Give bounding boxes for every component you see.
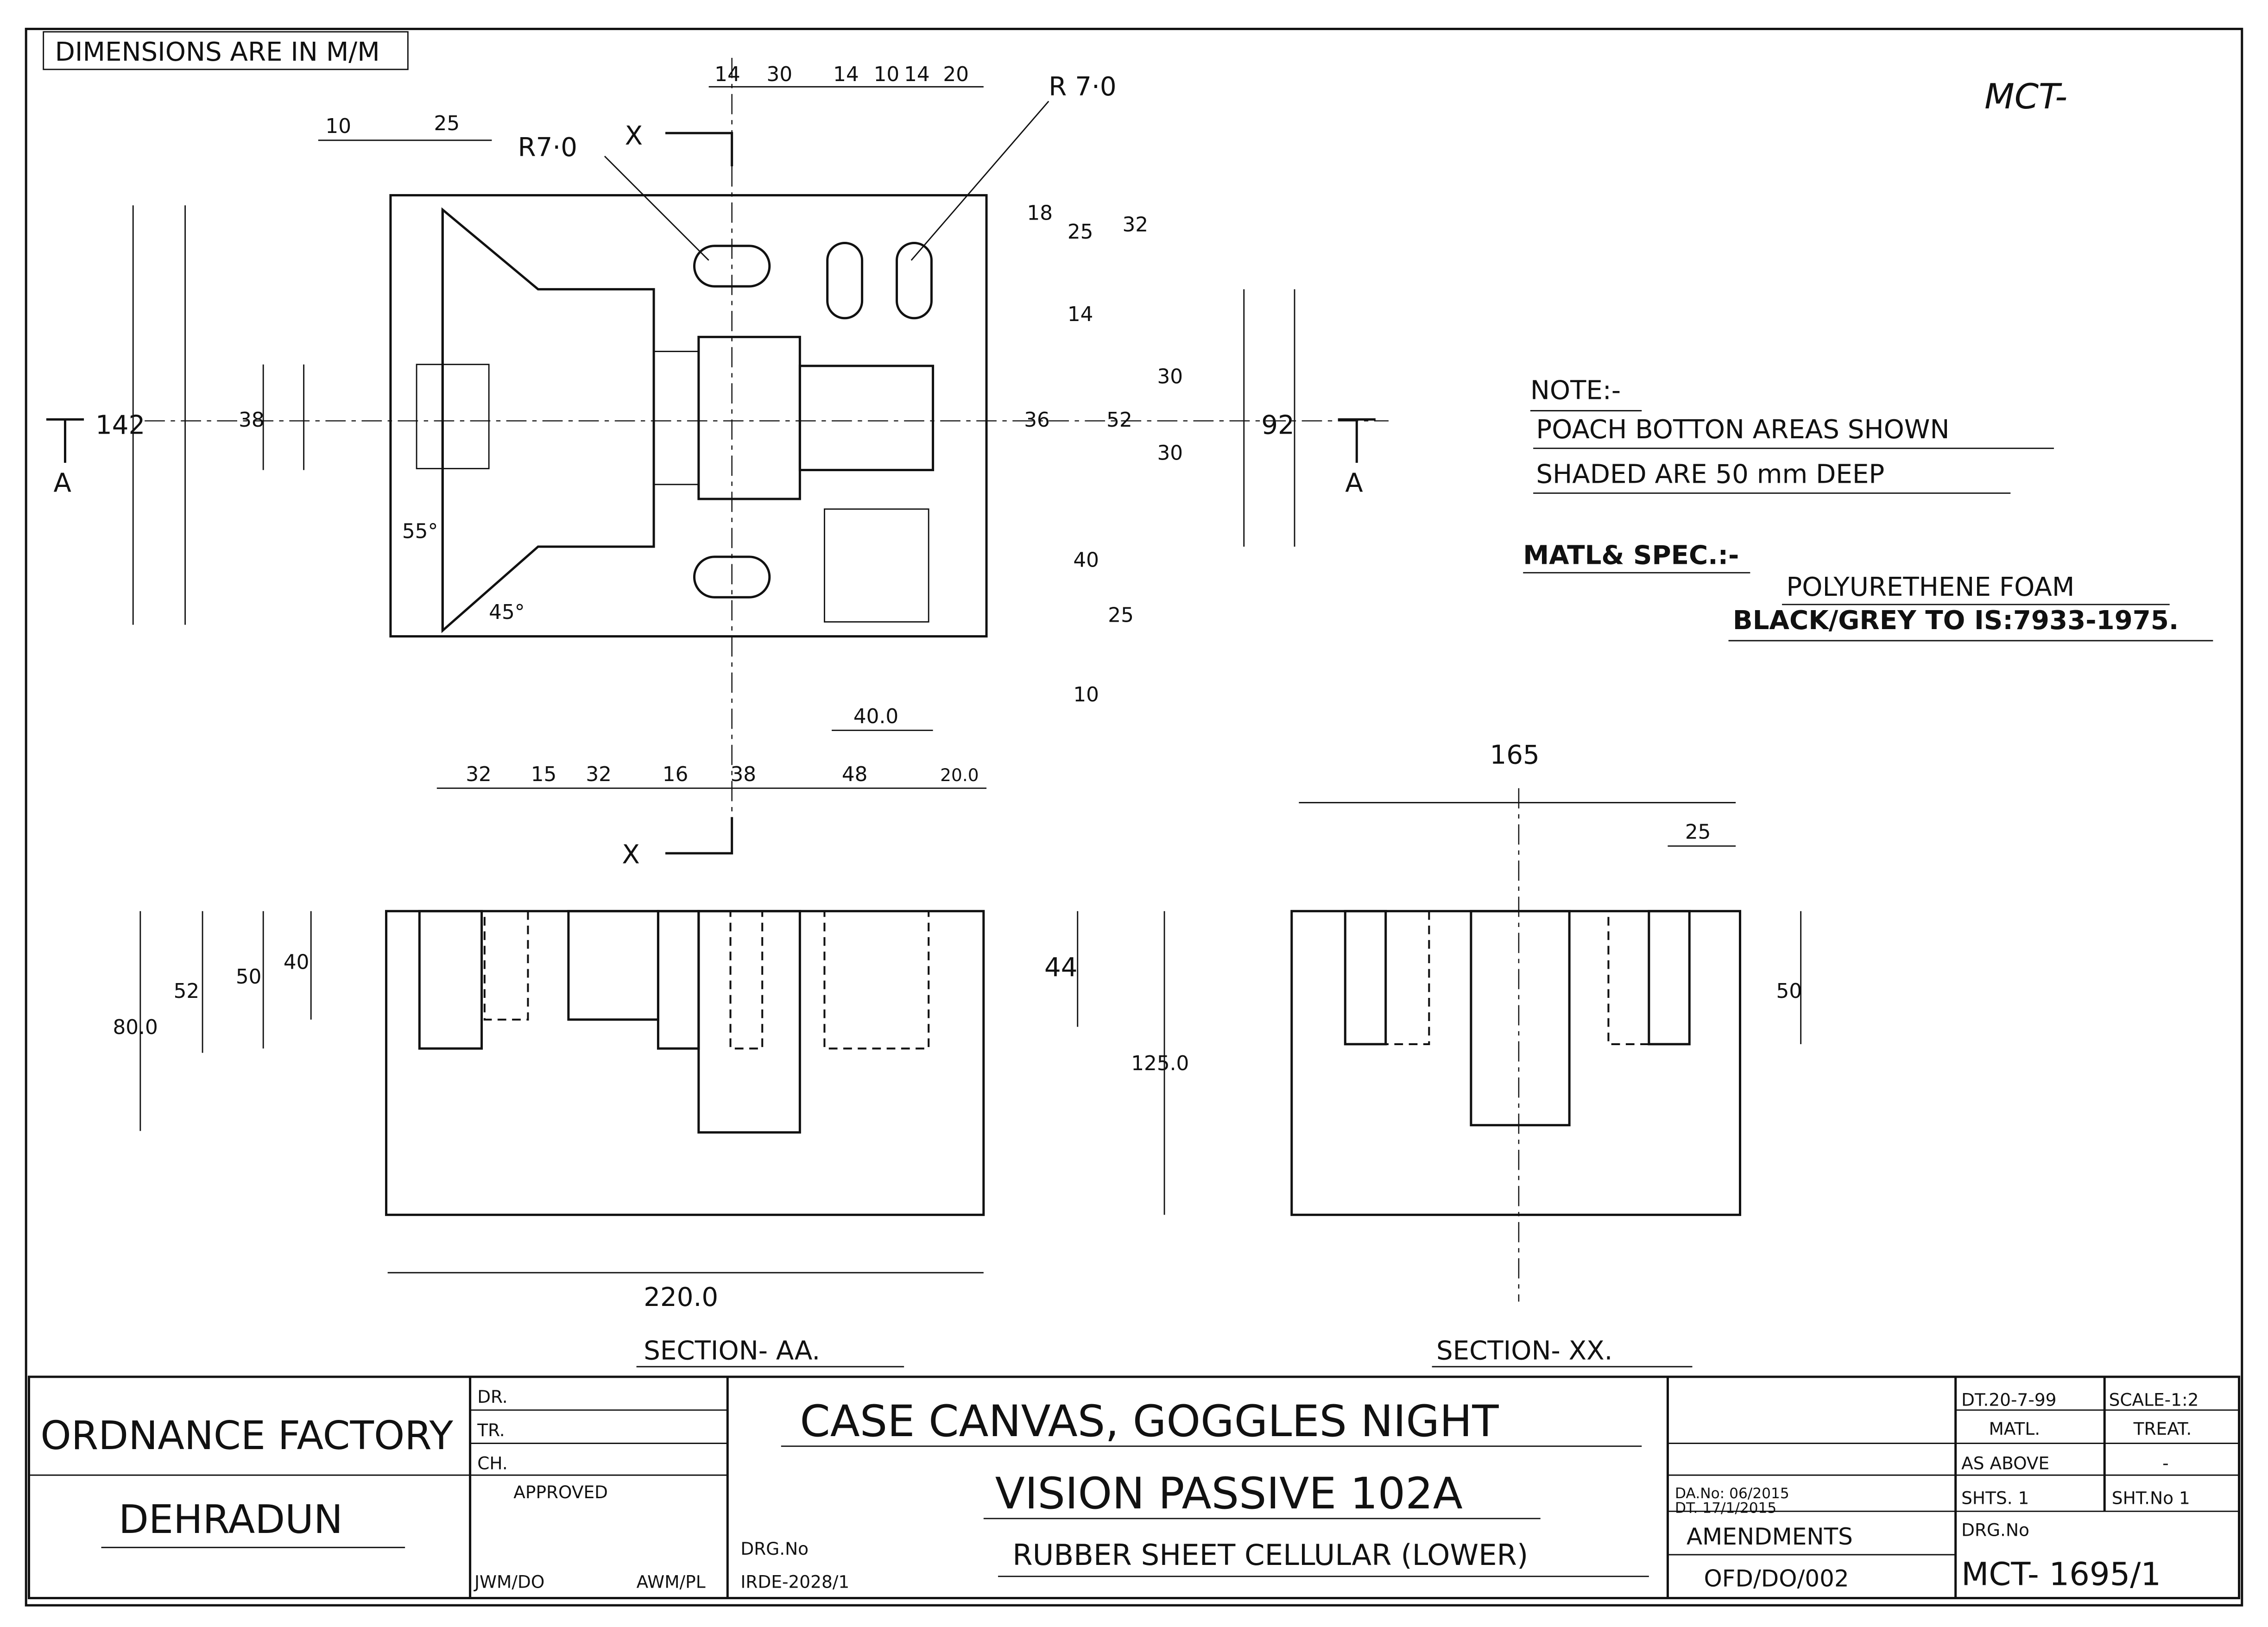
svg-text:MATL& SPEC.:-: MATL& SPEC.:-: [1523, 540, 1739, 570]
svg-text:25: 25: [1068, 220, 1093, 244]
top-view: [46, 57, 1389, 855]
svg-text:38: 38: [731, 763, 757, 786]
svg-text:92: 92: [1261, 410, 1295, 441]
svg-text:OFD/DO/002: OFD/DO/002: [1704, 1565, 1849, 1592]
svg-text:52: 52: [174, 979, 200, 1003]
svg-text:10: 10: [874, 63, 900, 86]
svg-text:38: 38: [239, 408, 265, 432]
svg-text:DT.20-7-99: DT.20-7-99: [1961, 1389, 2056, 1410]
svg-text:MATL.: MATL.: [1989, 1419, 2040, 1439]
svg-text:DRG.No: DRG.No: [740, 1539, 809, 1559]
svg-text:32: 32: [586, 763, 612, 786]
svg-text:125.0: 125.0: [1131, 1052, 1189, 1075]
top-view-labels: R7·0 R 7·0 X X A A 55° 45° 10 25 14 30 1…: [54, 63, 1363, 870]
svg-text:-: -: [2162, 1453, 2169, 1474]
svg-text:16: 16: [663, 763, 689, 786]
pocket-shaded-left: [416, 364, 490, 469]
svg-text:36: 36: [1024, 408, 1050, 432]
svg-text:IRDE-2028/1: IRDE-2028/1: [740, 1572, 849, 1592]
svg-text:X: X: [622, 840, 640, 870]
svg-text:142: 142: [95, 410, 145, 441]
dimensions-note: DIMENSIONS ARE IN M/M: [43, 31, 409, 70]
svg-text:DT. 17/1/2015: DT. 17/1/2015: [1675, 1500, 1776, 1516]
section-xx: [1290, 788, 1802, 1368]
svg-text:NOTE:-: NOTE:-: [1530, 376, 1621, 406]
svg-text:AMENDMENTS: AMENDMENTS: [1687, 1523, 1853, 1550]
svg-text:DR.: DR.: [477, 1387, 507, 1407]
svg-text:ORDNANCE FACTORY: ORDNANCE FACTORY: [40, 1413, 453, 1458]
svg-text:165: 165: [1490, 740, 1539, 770]
svg-text:CASE CANVAS, GOGGLES NIGHT: CASE CANVAS, GOGGLES NIGHT: [800, 1396, 1499, 1447]
svg-text:JWM/DO: JWM/DO: [474, 1572, 544, 1592]
svg-text:18: 18: [1027, 202, 1053, 225]
svg-text:X: X: [625, 121, 643, 151]
svg-text:DEHRADUN: DEHRADUN: [119, 1497, 343, 1542]
svg-text:30: 30: [1157, 365, 1183, 388]
title-block-text: ORDNANCE FACTORY DEHRADUN DR. TR. CH. AP…: [40, 1387, 2199, 1593]
svg-text:10: 10: [325, 114, 351, 138]
svg-text:15: 15: [531, 763, 557, 786]
svg-text:80.0: 80.0: [113, 1015, 158, 1039]
svg-text:SHADED ARE 50 mm DEEP: SHADED ARE 50 mm DEEP: [1536, 460, 1884, 490]
svg-text:AWM/PL: AWM/PL: [637, 1572, 706, 1592]
svg-text:SECTION- XX.: SECTION- XX.: [1436, 1336, 1613, 1366]
svg-text:50: 50: [1776, 979, 1802, 1003]
svg-text:R7·0: R7·0: [518, 132, 577, 163]
svg-text:SHTS. 1: SHTS. 1: [1961, 1488, 2029, 1508]
svg-text:SECTION- AA.: SECTION- AA.: [644, 1336, 820, 1366]
sheet-border: [25, 27, 2243, 1607]
svg-text:40.0: 40.0: [853, 705, 898, 728]
svg-text:25: 25: [1108, 603, 1134, 627]
svg-text:10: 10: [1073, 683, 1099, 706]
svg-text:220.0: 220.0: [644, 1282, 718, 1312]
svg-text:APPROVED: APPROVED: [513, 1482, 608, 1502]
svg-text:40: 40: [284, 951, 310, 974]
svg-text:A: A: [1345, 468, 1363, 498]
svg-text:DRG.No: DRG.No: [1961, 1520, 2029, 1540]
svg-text:SHT.No 1: SHT.No 1: [2112, 1488, 2190, 1508]
svg-text:14: 14: [833, 63, 859, 86]
svg-text:TR.: TR.: [477, 1420, 505, 1440]
svg-text:32: 32: [1123, 213, 1149, 236]
svg-text:40: 40: [1073, 549, 1099, 572]
svg-text:MCT- 1695/1: MCT- 1695/1: [1961, 1556, 2161, 1593]
svg-text:AS ABOVE: AS ABOVE: [1961, 1453, 2049, 1474]
svg-text:32: 32: [466, 763, 492, 786]
notes: NOTE:- POACH BOTTON AREAS SHOWN SHADED A…: [1523, 376, 2213, 642]
svg-text:CH.: CH.: [477, 1453, 508, 1474]
svg-text:RUBBER SHEET CELLULAR (LOWER): RUBBER SHEET CELLULAR (LOWER): [1012, 1538, 1528, 1572]
svg-text:25: 25: [434, 112, 460, 135]
title-block: [27, 1375, 2241, 1600]
svg-text:20.0: 20.0: [940, 765, 979, 785]
svg-text:20: 20: [943, 63, 969, 86]
corner-reference: MCT-: [1984, 76, 2067, 117]
section-aa-labels: SECTION- AA. 80.0 52 50 40 44 125.0 220.…: [113, 951, 1189, 1366]
svg-text:14: 14: [1068, 303, 1093, 326]
svg-text:POACH BOTTON AREAS SHOWN: POACH BOTTON AREAS SHOWN: [1536, 415, 1949, 445]
svg-text:52: 52: [1106, 408, 1132, 432]
svg-text:50: 50: [236, 965, 262, 989]
svg-text:BLACK/GREY TO IS:7933-1975.: BLACK/GREY TO IS:7933-1975.: [1733, 605, 2179, 636]
section-xx-labels: SECTION- XX. 165 25 50: [1436, 740, 1802, 1366]
svg-text:14: 14: [904, 63, 930, 86]
svg-text:25: 25: [1685, 820, 1711, 844]
section-aa: [139, 910, 1165, 1368]
svg-text:SCALE-1:2: SCALE-1:2: [2109, 1389, 2199, 1410]
svg-text:44: 44: [1044, 952, 1078, 983]
svg-text:R 7·0: R 7·0: [1049, 72, 1116, 102]
svg-text:45°: 45°: [489, 600, 524, 624]
svg-text:TREAT.: TREAT.: [2133, 1419, 2192, 1439]
svg-text:VISION PASSIVE 102A: VISION PASSIVE 102A: [995, 1469, 1463, 1519]
svg-text:DIMENSIONS ARE IN M/M: DIMENSIONS ARE IN M/M: [55, 37, 380, 67]
svg-text:55°: 55°: [402, 519, 438, 543]
svg-text:DA.No: 06/2015: DA.No: 06/2015: [1675, 1485, 1789, 1502]
svg-text:A: A: [54, 468, 71, 498]
svg-text:30: 30: [1157, 441, 1183, 465]
pocket-shaded-right: [824, 508, 929, 623]
svg-text:POLYURETHENE FOAM: POLYURETHENE FOAM: [1786, 572, 2074, 602]
svg-text:48: 48: [842, 763, 868, 786]
svg-text:14: 14: [714, 63, 740, 86]
svg-text:30: 30: [767, 63, 793, 86]
